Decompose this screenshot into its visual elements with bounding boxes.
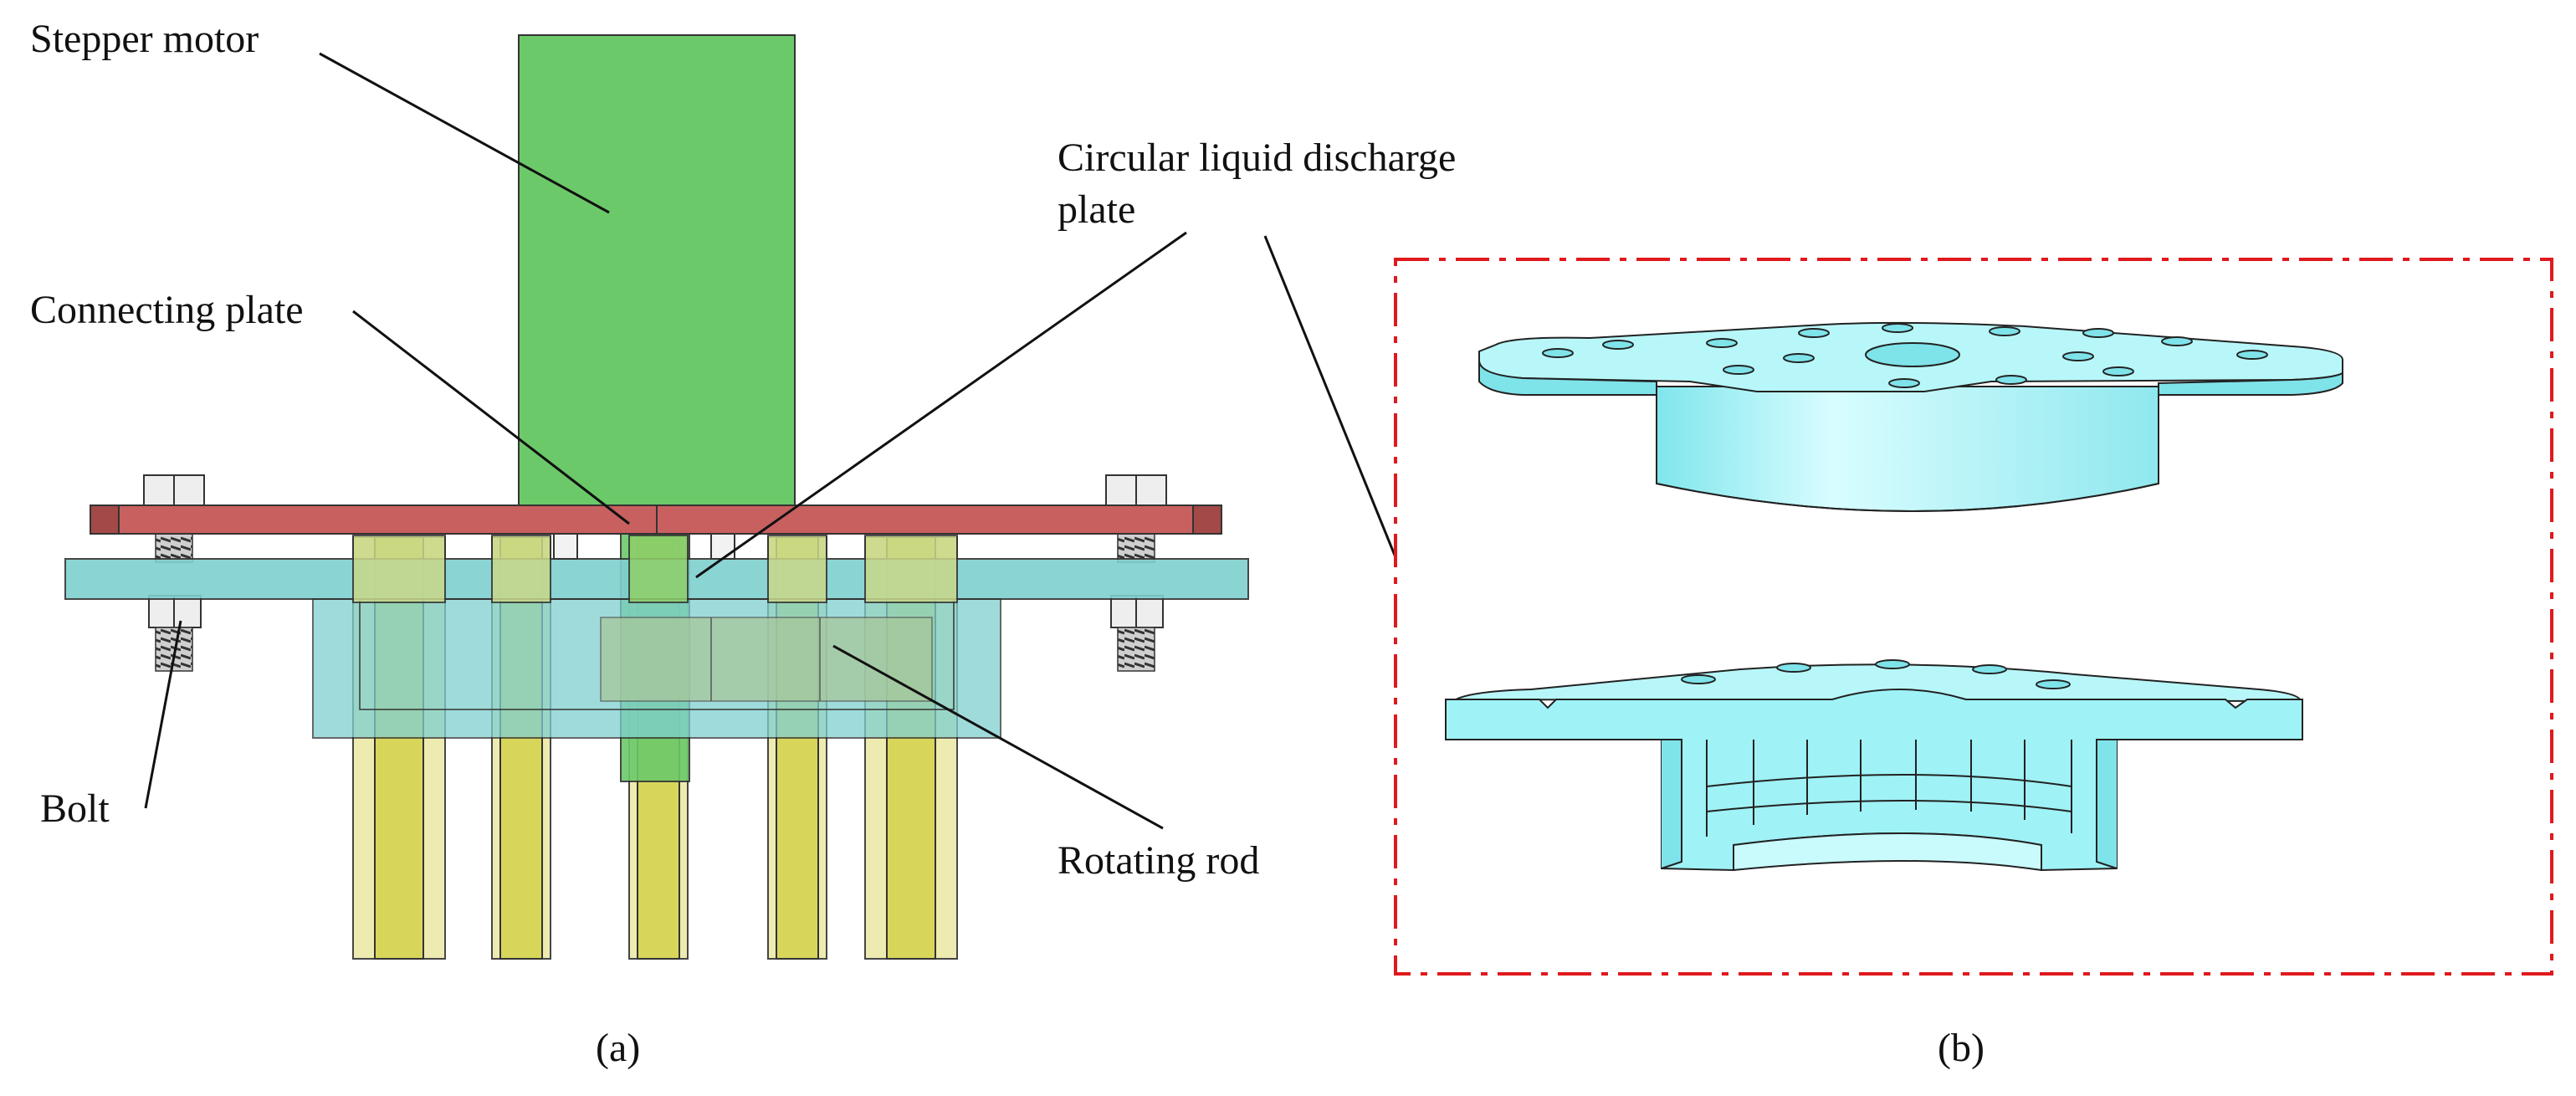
label-rotating-rod: Rotating rod [1058,838,1259,883]
detail-frame [1394,258,2553,976]
label-connecting-plate: Connecting plate [30,288,304,332]
label-discharge-plate-line1: Circular liquid discharge [1058,136,1456,180]
discharge-housing [312,598,1001,739]
discharge-plate-part-section [1445,659,2303,872]
caption-b: (b) [1938,1026,1984,1070]
label-discharge-plate-line2: plate [1058,187,1135,232]
labels: Stepper motor Connecting plate Circular … [30,17,1456,883]
caption-a: (a) [596,1026,640,1070]
assembly-view [64,34,1249,960]
leader-lines [144,52,1397,830]
label-stepper-motor: Stepper motor [30,17,259,61]
stepper-motor [518,34,796,506]
rod-upper-segments [352,535,958,603]
discharge-plate-part-top [1478,321,2343,512]
label-bolt: Bolt [40,786,110,831]
right-bolt [1105,474,1167,672]
connecting-plate [90,504,1222,535]
